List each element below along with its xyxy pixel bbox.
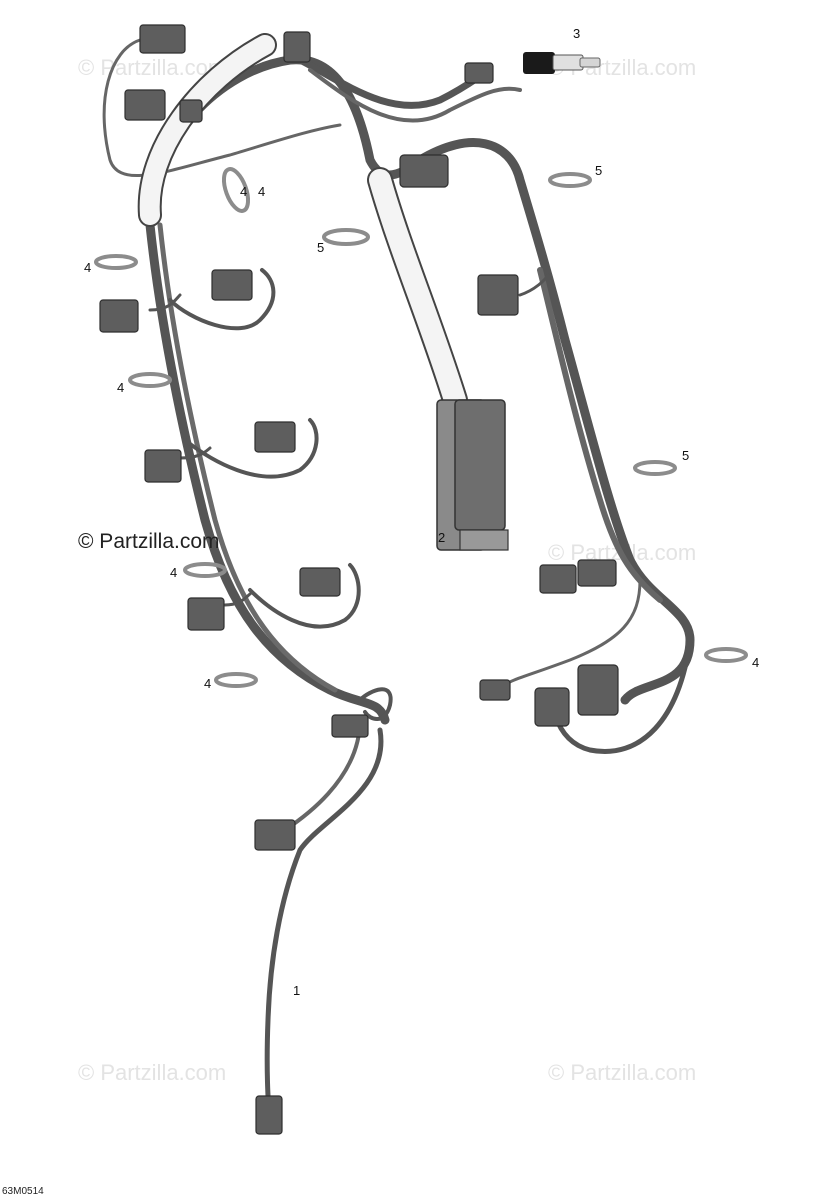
branch-wire [248,563,361,629]
callout-4: 4 [240,184,247,199]
ecu-connector [436,399,509,551]
connector [254,421,296,453]
callout-4: 4 [204,676,211,691]
clamp [94,254,138,270]
branch-wire [518,273,550,297]
callout-3: 3 [573,26,580,41]
watermarks: © Partzilla.com © Partzilla.com © Partzi… [78,55,696,1085]
clamp [704,647,748,663]
clamp [633,460,677,476]
branch-wire [178,446,212,460]
left-trunk-wire [145,220,390,725]
callout-4: 4 [117,380,124,395]
callout-2: 2 [438,530,445,545]
protective-sleeves [137,33,468,413]
callout-4: 4 [84,260,91,275]
connector [144,449,182,483]
connector [211,269,253,301]
callouts: 1 2 3 4 4 4 4 4 4 4 5 5 5 [84,26,759,998]
branch-wire [358,687,393,721]
brand-watermark: © Partzilla.com [78,530,220,553]
sleeve-center-inner [369,169,466,411]
watermark: © Partzilla.com [548,1060,696,1085]
clamp [128,372,172,388]
callout-5: 5 [595,163,602,178]
clamp [221,167,251,213]
connector [479,679,511,701]
callout-5: 5 [682,448,689,463]
clamp [183,562,227,578]
harness-wires [102,38,695,1133]
branch-wire [148,293,182,312]
right-lower-loop [552,637,693,754]
connector [464,62,494,84]
top-bundle-2 [308,68,522,123]
callout-5: 5 [317,240,324,255]
branch-wire [223,592,252,607]
connector [283,31,311,63]
connector [331,714,369,738]
temperature-sensor [523,52,601,74]
branch-wire [183,418,319,479]
connector [577,559,617,587]
connector [254,819,296,851]
connector [187,597,225,631]
callout-1: 1 [293,983,300,998]
callout-4: 4 [752,655,759,670]
connector [124,89,166,121]
right-lower-wire [503,578,642,687]
connectors [99,24,619,1135]
connector [299,567,341,597]
connector [577,664,619,716]
connector [99,299,139,333]
connector [539,564,577,594]
bottom-wire [264,727,384,1133]
connector [477,274,519,316]
callout-4: 4 [170,565,177,580]
branch-wire [168,268,276,331]
clamp [322,228,370,246]
callout-4: 4 [258,184,265,199]
left-trunk-wire-2 [157,222,338,693]
watermark: © Partzilla.com [78,1060,226,1085]
clamp [214,672,258,688]
connector [179,99,203,123]
watermark: © Partzilla.com [78,55,226,80]
clamp [548,172,592,188]
connector [399,154,449,188]
figure-code: 63M0514 [2,1186,44,1197]
connector [139,24,186,54]
connector [534,687,570,727]
connector [255,1095,283,1135]
right-trunk-wire [537,267,663,603]
clamps [94,167,748,688]
